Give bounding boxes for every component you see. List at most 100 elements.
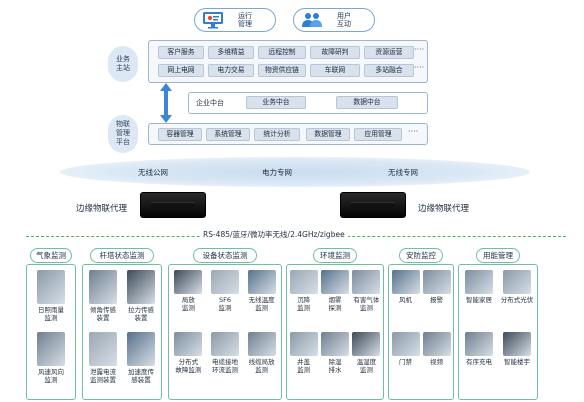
device-group-title[interactable]: 环境监测 [313,248,357,263]
device-photo-icon [422,332,451,356]
device-item-label: 风速风向 监测 [38,368,64,384]
edge-agent-label-right: 边缘物联代理 [418,204,470,214]
device-photo-icon [391,332,420,356]
device-photo-icon [37,270,65,304]
device-photo-icon [465,270,493,294]
device-item[interactable]: 有害气体 监测 [351,270,382,312]
device-photo-icon [210,270,239,294]
device-photo-icon [391,270,420,294]
device-item-label: 局放 监测 [181,296,195,312]
device-photo-icon [247,270,276,294]
device-group-title[interactable]: 气象监测 [30,248,72,263]
device-item[interactable]: 有序充电 [460,332,498,366]
ops-management-label: 运行 管理 [238,12,252,28]
device-group-title[interactable]: 设备状态监测 [193,248,257,263]
device-photo-icon [174,270,203,294]
business-cell[interactable]: 车联网 [310,64,360,77]
device-photo-icon [352,332,381,356]
device-item[interactable]: 除湿 排水 [319,332,350,374]
device-item[interactable]: 日照雨量 监测 [28,270,74,322]
device-photo-icon [247,332,276,356]
middle-platform-label: 企业中台 [196,99,224,107]
device-photo-icon [352,270,381,294]
device-item[interactable]: 加速度传 感装置 [122,332,160,384]
network-ellipse [60,157,530,187]
business-cell[interactable]: 网上电网 [158,64,204,77]
device-item[interactable]: 风速风向 监测 [28,332,74,384]
device-item[interactable]: 泄露电流 监测装置 [84,332,122,384]
device-item[interactable]: 温湿度 监测 [351,332,382,374]
iot-module-cell[interactable]: 应用管理 [354,128,402,141]
device-photo-icon [37,332,65,366]
business-cell[interactable]: 物资供应链 [258,64,306,77]
device-item-label: 拉力传感 装置 [128,306,154,322]
device-item[interactable]: 智能楼宇 [498,332,536,366]
device-photo-icon [174,332,203,356]
device-photo-icon [289,270,318,294]
business-platform-cell[interactable]: 业务中台 [246,96,306,109]
business-cell[interactable]: 远程控制 [258,46,306,59]
business-cell[interactable]: 多站融合 [364,64,414,77]
device-item[interactable]: 线缆局放 监测 [243,332,280,374]
business-cell[interactable]: 资源运营 [364,46,414,59]
edge-agent-device-left[interactable] [140,192,206,218]
monitor-icon [201,11,225,29]
device-item[interactable]: 沉降 监测 [288,270,319,312]
device-item-label: 门禁 [399,358,412,366]
device-item[interactable]: 报警 [421,270,452,304]
device-item[interactable]: 电缆接地 环流监测 [207,332,244,374]
device-item[interactable]: 智能家居 [460,270,498,304]
business-cell[interactable]: 客户服务 [158,46,204,59]
device-item[interactable]: 拉力传感 装置 [122,270,160,322]
device-photo-icon [320,270,349,294]
iot-module-cell[interactable]: 数据管理 [306,128,350,141]
network-power-private: 电力专网 [262,168,292,177]
business-master-station-label: 业务 主站 [108,46,138,82]
business-cell[interactable]: 故障研判 [310,46,360,59]
ops-management-pill[interactable]: 运行 管理 [194,8,276,32]
device-item-label: 线缆局放 监测 [248,358,275,374]
device-item[interactable]: 分布式光伏 [498,270,536,304]
business-cell[interactable]: 多维精益 [208,46,254,59]
device-photo-icon [89,270,117,304]
data-platform-cell[interactable]: 数据中台 [336,96,398,109]
device-group-title[interactable]: 用能管理 [476,248,520,263]
user-interaction-label: 用户 互动 [337,12,351,28]
device-item[interactable]: 无线温度 监测 [243,270,280,312]
iot-module-cell[interactable]: 容器管理 [158,128,202,141]
device-item[interactable]: 视频 [421,332,452,366]
more-ellipsis: ···· [414,63,425,72]
device-item[interactable]: 倾角传感 装置 [84,270,122,322]
device-item-label: 日照雨量 监测 [38,306,64,322]
user-interaction-pill[interactable]: 用户 互动 [293,8,375,32]
device-item[interactable]: 局放 监测 [170,270,207,312]
device-photo-icon [127,332,155,366]
network-private-wireless: 无线专网 [388,168,418,177]
business-cell[interactable]: 电力交易 [208,64,254,77]
network-public-wireless: 无线公网 [138,168,168,177]
device-photo-icon [320,332,349,356]
device-group-title[interactable]: 安防监控 [399,248,443,263]
device-item[interactable]: 风机 [390,270,421,304]
device-item[interactable]: 门禁 [390,332,421,366]
device-item[interactable]: 分布式 故障监测 [170,332,207,374]
device-item-label: 温湿度 监测 [356,358,377,374]
device-item-label: SF6 监测 [218,296,232,312]
device-group-title[interactable]: 杆塔状态监测 [90,248,154,263]
device-item-label: 分布式 故障监测 [175,358,202,374]
device-item-label: 报警 [430,296,443,304]
device-item-label: 无线温度 监测 [248,296,275,312]
iot-module-cell[interactable]: 统计分析 [254,128,300,141]
device-item[interactable]: SF6 监测 [207,270,244,312]
device-item-label: 视频 [430,358,443,366]
device-photo-icon [210,332,239,356]
device-item[interactable]: 烟雾 探测 [319,270,350,312]
device-item[interactable]: 井盖 监测 [288,332,319,374]
iot-module-cell[interactable]: 系统管理 [206,128,250,141]
more-ellipsis: ···· [408,127,419,136]
device-item-label: 沉降 监测 [297,296,311,312]
device-item-label: 除湿 排水 [328,358,342,374]
device-item-label: 井盖 监测 [297,358,311,374]
device-photo-icon [503,332,531,356]
edge-agent-device-right[interactable] [340,192,406,218]
